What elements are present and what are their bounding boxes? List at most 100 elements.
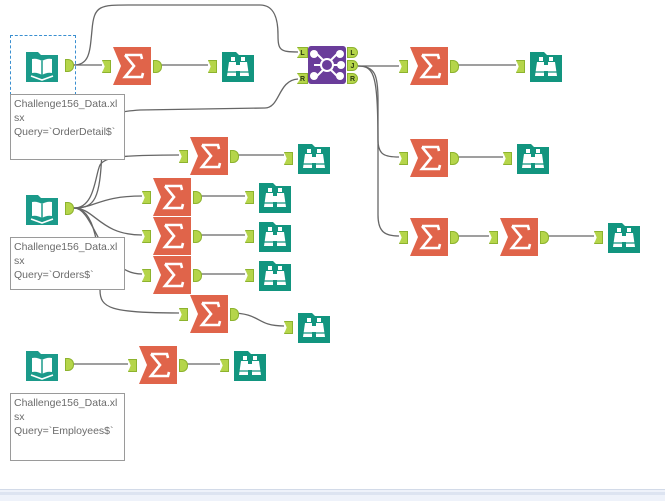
join-right-output-anchor[interactable]: R [347,73,358,84]
book-icon [23,47,61,85]
summarize-tool-1[interactable] [410,47,448,85]
annotation-orders: Challenge156_Data.xlsx Query=`Orders$` [10,237,125,290]
browse-tool-8[interactable] [295,308,333,346]
output-anchor[interactable] [193,230,202,243]
join-icon [308,46,346,84]
input-anchor[interactable] [516,60,525,73]
summarize-tool-7[interactable] [153,217,191,255]
connection-wire[interactable] [73,195,143,209]
output-anchor[interactable] [450,231,459,244]
binoculars-icon [514,139,552,177]
output-anchor[interactable] [65,59,74,72]
summarize-tool-4[interactable] [500,218,538,256]
browse-tool-6[interactable] [256,217,294,255]
annotation-employees: Challenge156_Data.xlsx Query=`Employees$… [10,393,125,461]
output-anchor[interactable] [193,269,202,282]
summarize-tool-0[interactable] [113,47,151,85]
output-anchor[interactable] [230,308,239,321]
status-stripe [0,492,665,495]
sigma-icon [113,47,151,85]
sigma-icon [410,47,448,85]
input-anchor[interactable] [245,191,254,204]
summarize-tool-10[interactable] [139,346,177,384]
sigma-icon [500,218,538,256]
status-bar [0,489,665,501]
input-anchor[interactable] [245,269,254,282]
browse-tool-2[interactable] [514,139,552,177]
output-anchor[interactable] [230,150,239,163]
output-anchor[interactable] [450,152,459,165]
output-anchor[interactable] [540,231,549,244]
input-anchor[interactable] [142,269,151,282]
connection-wire[interactable] [73,207,143,236]
input-anchor[interactable] [142,191,151,204]
browse-tool-1[interactable] [527,47,565,85]
sigma-icon [190,137,228,175]
sigma-icon [153,256,191,294]
output-anchor[interactable] [450,60,459,73]
input-anchor[interactable] [102,60,111,73]
input-anchor[interactable] [179,150,188,163]
input-anchor[interactable] [503,152,512,165]
browse-tool-5[interactable] [256,178,294,216]
sigma-icon [139,346,177,384]
join-left-input-anchor[interactable]: L [297,47,308,58]
summarize-tool-2[interactable] [410,139,448,177]
sigma-icon [410,218,448,256]
binoculars-icon [527,47,565,85]
input-anchor[interactable] [128,359,137,372]
output-anchor[interactable] [65,202,74,215]
output-anchor[interactable] [153,60,162,73]
connection-wire[interactable] [73,4,299,66]
sigma-icon [153,178,191,216]
sigma-icon [153,217,191,255]
summarize-tool-6[interactable] [153,178,191,216]
join-right-input-anchor[interactable]: R [297,73,308,84]
input-anchor[interactable] [208,60,217,73]
input-anchor[interactable] [399,231,408,244]
input-anchor[interactable] [179,308,188,321]
book-icon [23,346,61,384]
input-anchor[interactable] [594,231,603,244]
output-anchor[interactable] [193,191,202,204]
input-anchor[interactable] [489,231,498,244]
input-data-tool-2[interactable] [23,190,61,228]
binoculars-icon [256,256,294,294]
input-data-tool-1[interactable] [23,47,61,85]
browse-tool-9[interactable] [231,346,269,384]
summarize-tool-3[interactable] [410,218,448,256]
connection-wire[interactable] [357,65,400,158]
binoculars-icon [256,217,294,255]
input-anchor[interactable] [284,152,293,165]
join-tool[interactable] [308,46,346,84]
annotation-orderdetail: Challenge156_Data.xlsx Query=`OrderDetai… [10,94,125,160]
summarize-tool-5[interactable] [190,137,228,175]
output-anchor[interactable] [179,359,188,372]
input-anchor[interactable] [284,321,293,334]
summarize-tool-8[interactable] [153,256,191,294]
binoculars-icon [219,47,257,85]
connection-wire[interactable] [357,65,400,237]
book-icon [23,190,61,228]
summarize-tool-9[interactable] [190,295,228,333]
join-left-output-anchor[interactable]: L [347,47,358,58]
browse-tool-4[interactable] [295,139,333,177]
input-anchor[interactable] [399,60,408,73]
browse-tool-3[interactable] [605,218,643,256]
join-join-output-anchor[interactable]: J [347,60,358,71]
input-anchor[interactable] [245,230,254,243]
input-anchor[interactable] [142,230,151,243]
browse-tool-7[interactable] [256,256,294,294]
workflow-canvas[interactable]: Challenge156_Data.xlsx Query=`OrderDetai… [0,0,665,490]
input-data-tool-3[interactable] [23,346,61,384]
binoculars-icon [295,308,333,346]
sigma-icon [190,295,228,333]
input-anchor[interactable] [220,359,229,372]
output-anchor[interactable] [65,358,74,371]
binoculars-icon [605,218,643,256]
binoculars-icon [231,346,269,384]
sigma-icon [410,139,448,177]
input-anchor[interactable] [399,152,408,165]
browse-tool-0[interactable] [219,47,257,85]
binoculars-icon [295,139,333,177]
